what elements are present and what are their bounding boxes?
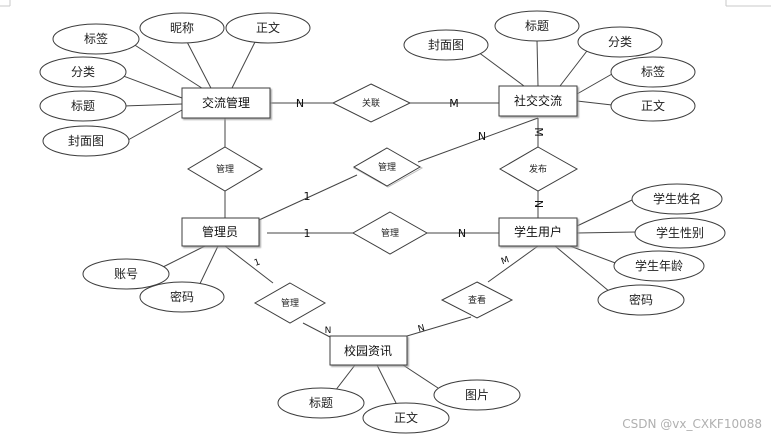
- relationship-label: 管理: [281, 297, 299, 309]
- relationship-label: 关联: [362, 97, 380, 109]
- social-attributes: 封面图 标题 分类 标签 正文: [403, 10, 696, 122]
- entity-label: 管理员: [202, 224, 238, 239]
- relationship-label: 管理: [216, 163, 234, 175]
- attr-label: 密码: [629, 292, 653, 307]
- entity-label: 学生用户: [514, 224, 562, 239]
- relationship-label: 查看: [468, 294, 486, 306]
- cardinality: N: [296, 97, 304, 110]
- entity-admin: 管理员: [181, 217, 260, 247]
- relationship-manage-student: 管理: [351, 211, 429, 255]
- cardinality: N: [417, 323, 426, 334]
- attr-ellipse: [42, 125, 130, 157]
- attr-ellipse: [433, 379, 521, 411]
- attr-ellipse: [610, 56, 696, 88]
- relationship-manage-exchange: 管理: [187, 146, 263, 192]
- cardinality: 1: [304, 227, 311, 240]
- relationship-label: 管理: [381, 227, 399, 239]
- attr-label: 正文: [394, 410, 418, 425]
- attr-label: 标题: [71, 99, 95, 113]
- entity-label: 交流管理: [202, 95, 250, 110]
- attr-ellipse: [225, 12, 311, 44]
- attr-ellipse: [139, 12, 225, 44]
- attr-label: 封面图: [68, 134, 104, 148]
- attr-ellipse: [577, 26, 663, 58]
- relationship-manage-social: 管理: [352, 147, 424, 188]
- attr-ellipse: [631, 183, 723, 215]
- entity-label: 社交交流: [514, 93, 562, 108]
- cardinality: M: [532, 127, 545, 137]
- cardinality: M: [449, 97, 459, 110]
- attr-label: 标签: [84, 31, 108, 46]
- entity-exchange-management: 交流管理: [181, 87, 271, 119]
- attr-label: 标题: [525, 19, 549, 33]
- cardinality: N: [478, 130, 486, 143]
- attr-ellipse: [597, 284, 685, 316]
- attr-label: 标题: [309, 396, 333, 410]
- news-attributes: 标题 正文 图片: [277, 379, 521, 434]
- attr-label: 昵称: [170, 21, 194, 35]
- attr-label: 分类: [71, 65, 95, 79]
- attr-ellipse: [610, 90, 696, 122]
- cardinality: 1: [253, 257, 262, 268]
- attr-label: 账号: [114, 267, 138, 281]
- attr-ellipse: [39, 90, 127, 122]
- relationship-view: 查看: [440, 281, 514, 319]
- attr-label: 正文: [256, 20, 280, 35]
- admin-attributes: 账号 密码: [82, 258, 225, 313]
- attr-ellipse: [139, 281, 225, 313]
- attr-label: 密码: [170, 289, 194, 304]
- attr-label: 分类: [608, 35, 632, 49]
- relationship-manage-news: 管理: [253, 282, 327, 324]
- relationship-label: 发布: [529, 163, 547, 175]
- cardinality: M: [500, 255, 511, 267]
- attr-label: 标签: [641, 64, 665, 79]
- attr-label: 学生姓名: [653, 191, 701, 206]
- relationship-label: 管理: [378, 161, 396, 173]
- relationship-associate: 关联: [331, 83, 412, 123]
- cardinality: N: [325, 326, 332, 336]
- entity-student-user: 学生用户: [498, 217, 578, 247]
- attr-label: 学生年龄: [635, 258, 683, 273]
- cardinality: 1: [304, 190, 311, 203]
- connector-lines: [117, 37, 637, 408]
- attr-ellipse: [362, 402, 450, 434]
- attr-ellipse: [634, 217, 726, 249]
- attr-ellipse: [403, 29, 489, 61]
- attr-ellipse: [494, 10, 580, 42]
- attr-ellipse: [82, 258, 170, 290]
- relationship-publish: 发布: [499, 146, 579, 192]
- attr-label: 学生性别: [656, 225, 704, 240]
- watermark: CSDN @vx_CXKF10088: [622, 417, 762, 431]
- cardinalities: N M N 1 M N 1 N 1 N N M: [253, 97, 545, 336]
- entity-label: 校园资讯: [344, 343, 392, 358]
- cardinality: N: [532, 200, 545, 208]
- attr-ellipse: [39, 56, 127, 88]
- attr-ellipse: [613, 250, 705, 282]
- entity-social-exchange: 社交交流: [498, 85, 578, 117]
- attr-label: 正文: [641, 98, 665, 113]
- attr-label: 图片: [465, 388, 489, 402]
- student-attributes: 学生姓名 学生性别 学生年龄 密码: [597, 183, 726, 316]
- attr-label: 封面图: [428, 38, 464, 52]
- entity-campus-news: 校园资讯: [329, 335, 408, 366]
- attr-ellipse: [277, 387, 365, 419]
- attr-ellipse: [52, 23, 140, 55]
- page-frame: [0, 0, 771, 7]
- exchange-attributes: 标签 昵称 正文 分类 标题 封面图: [39, 12, 311, 157]
- cardinality: N: [458, 227, 466, 240]
